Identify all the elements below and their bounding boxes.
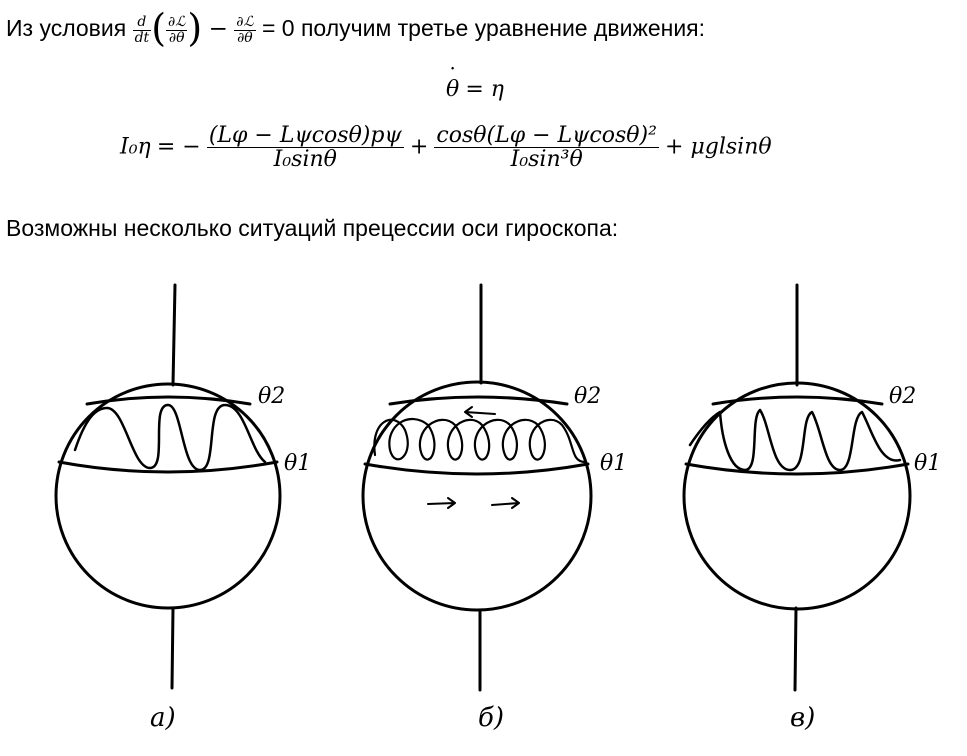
dL-dthetadot-fraction: ∂ℒ∂θ (166, 15, 188, 45)
panel-b-sphere-outline (361, 380, 593, 612)
panel-c-axis-bottom (793, 606, 798, 692)
panel-a-axis-top (171, 283, 177, 387)
equation2-lhs: I₀η (120, 134, 151, 160)
intro-prefix: Из условия (6, 15, 127, 42)
panel-c-latitude-theta1 (684, 462, 910, 476)
panel-a-axis-bottom (170, 606, 175, 690)
dL-dtheta-fraction: ∂ℒ∂θ (234, 13, 256, 46)
gyroscope-precession-figure: θ2 θ1 θ2 θ1 θ2 θ1 а) б) в) (54, 283, 941, 733)
panel-c-theta1-label: θ1 (914, 451, 941, 476)
term2-numerator: cosθ(Lφ − Lψcosθ)² (434, 123, 659, 149)
panel-c-sphere (682, 283, 912, 692)
panel-b-looping-curve (373, 418, 587, 464)
panel-a-label: а) (150, 703, 176, 733)
equation2-term1: (Lφ − Lψcosθ)pψ I₀sinθ (206, 123, 404, 173)
panel-a-nutation-wave (73, 403, 267, 472)
panel-c-sphere-outline (682, 381, 912, 611)
panel-c-theta2-label: θ2 (889, 384, 916, 409)
term2-denominator: I₀sin³θ (510, 147, 583, 173)
intro-suffix: = 0 получим третье уравнение движения: (261, 15, 706, 42)
equation2-term3: + μglsinθ (665, 134, 772, 160)
panel-c-label: в) (790, 703, 815, 733)
panel-b-theta2-label: θ2 (574, 384, 601, 409)
equation1-lhs: θ (446, 77, 459, 102)
intro-line: Из условия ddt(∂ℒ∂θ) − ∂ℒ∂θ = 0 получим … (6, 6, 706, 52)
panel-a-theta2-label: θ2 (258, 384, 285, 409)
panel-b-arrow-right-icon-1 (427, 497, 456, 509)
panel-b-latitude-theta1 (363, 462, 590, 476)
panel-b-theta1-label: θ1 (600, 451, 627, 476)
panel-a-sphere-outline (54, 382, 282, 610)
panel-c-latitude-theta2 (711, 395, 884, 406)
term1-denominator: I₀sinθ (273, 147, 337, 173)
equation-theta-dot: θ = η (446, 76, 504, 102)
panel-b-sphere (361, 283, 593, 692)
term1-numerator: (Lφ − Lψcosθ)pψ (206, 123, 404, 149)
panel-a-sphere (54, 283, 282, 690)
panel-c-cusp-curve (688, 408, 902, 472)
equation1-rhs: = η (465, 77, 504, 102)
outro-line: Возможны несколько ситуаций прецессии ос… (6, 215, 619, 241)
panel-b-arrow-left-icon (464, 406, 496, 418)
panel-a-latitude-theta2 (85, 395, 252, 406)
panel-a-latitude-theta1 (57, 460, 279, 474)
panel-a-theta1-label: θ1 (284, 451, 311, 476)
panel-b-latitude-theta2 (388, 395, 569, 406)
equation2-term2: cosθ(Lφ − Lψcosθ)² I₀sin³θ (434, 123, 659, 173)
panel-b-arrow-right-icon-2 (491, 497, 520, 509)
equation-eta-dot: I₀η = − (Lφ − Lψcosθ)pψ I₀sinθ + cosθ(Lφ… (120, 123, 772, 173)
panel-b-label: б) (478, 703, 504, 733)
